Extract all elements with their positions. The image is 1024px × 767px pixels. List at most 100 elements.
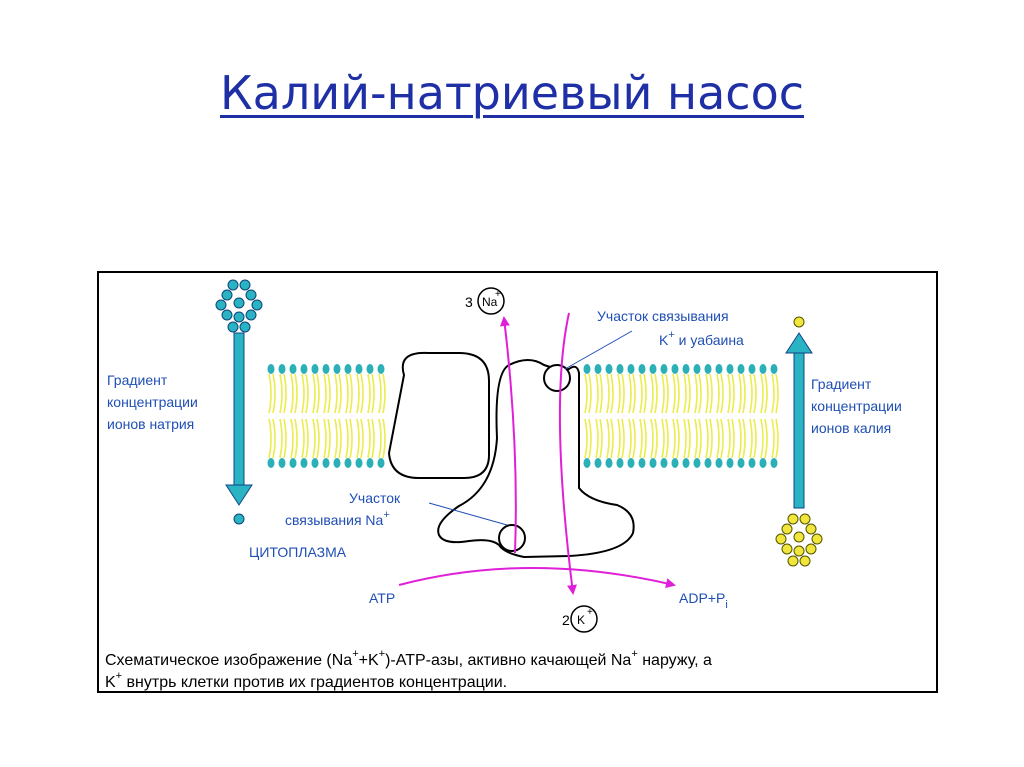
- lipid-tail: [633, 419, 635, 458]
- na-out-badge: 3 Na +: [465, 288, 504, 314]
- lipid-tail: [596, 374, 598, 413]
- lipid-tail: [335, 419, 337, 458]
- na-site-label-1: Участок: [349, 490, 401, 506]
- lipid-tail: [357, 374, 359, 413]
- ion-dot: [782, 544, 792, 554]
- k-site-label-2: K+ и уабаина: [659, 329, 744, 348]
- lipid-head: [334, 364, 341, 374]
- k-in-badge: 2 K +: [562, 606, 597, 632]
- ion-dot: [776, 534, 786, 544]
- lipid-tail: [717, 419, 719, 458]
- lipid-tail: [357, 419, 359, 458]
- lipid-head: [334, 458, 341, 468]
- lipid-tail: [361, 419, 363, 458]
- ion-dot: [782, 524, 792, 534]
- lipid-tail: [629, 419, 631, 458]
- lipid-head: [727, 364, 734, 374]
- ion-dot: [240, 280, 250, 290]
- lipid-tail: [772, 374, 774, 413]
- lipid-tail: [372, 374, 374, 413]
- lipid-head: [279, 364, 286, 374]
- lipid-head: [760, 364, 767, 374]
- ion-dot: [812, 534, 822, 544]
- lipid-head: [606, 458, 613, 468]
- na-site-label-2: связывания Na+: [285, 509, 390, 528]
- lipid-tail: [600, 374, 602, 413]
- lipid-tail: [662, 374, 664, 413]
- lipid-tail: [379, 374, 381, 413]
- ion-dot: [216, 300, 226, 310]
- lipid-tail: [765, 374, 767, 413]
- lipid-tail: [350, 374, 352, 413]
- lipid-tail: [284, 419, 286, 458]
- lipid-tail: [273, 419, 275, 458]
- lipid-tail: [721, 419, 723, 458]
- lipid-head: [290, 458, 297, 468]
- lipid-tail: [295, 419, 297, 458]
- na-gradient-arrow: [226, 333, 252, 505]
- lipid-tail: [754, 374, 756, 413]
- pump-diagram: 3 Na + 2 K + Градиент концентрации ионов…: [99, 273, 940, 695]
- lipid-tail: [622, 419, 624, 458]
- lipid-tail: [743, 419, 745, 458]
- lipid-head: [268, 364, 275, 374]
- lipid-tail: [629, 374, 631, 413]
- lipid-head: [661, 458, 668, 468]
- page-title-text: Калий-натриевый насос: [220, 66, 804, 120]
- lipid-tail: [622, 374, 624, 413]
- lipid-head: [661, 364, 668, 374]
- lipid-head: [345, 364, 352, 374]
- lipid-tail: [302, 374, 304, 413]
- lipid-head: [639, 364, 646, 374]
- lipid-tail: [710, 374, 712, 413]
- lipid-tail: [618, 419, 620, 458]
- lipid-tail: [677, 419, 679, 458]
- lipid-tail: [368, 419, 370, 458]
- lipid-head: [312, 364, 319, 374]
- lipid-head: [323, 364, 330, 374]
- ion-dot: [246, 310, 256, 320]
- lipid-tail: [589, 419, 591, 458]
- lipid-tail: [644, 419, 646, 458]
- svg-text:+: +: [587, 607, 593, 618]
- lipid-tail: [611, 374, 613, 413]
- lipid-tail: [651, 419, 653, 458]
- atp-label: ATP: [369, 590, 395, 606]
- lipid-tail: [607, 419, 609, 458]
- caption-line-1: Схематическое изображение (Na++K+)-ATP-а…: [105, 648, 712, 669]
- lipid-tail: [684, 374, 686, 413]
- lipid-head: [617, 364, 624, 374]
- lipid-tail: [640, 374, 642, 413]
- lipid-tail: [750, 374, 752, 413]
- k-gradient-arrow: [786, 333, 812, 508]
- atp-arrow: [399, 568, 674, 585]
- k-site-label-1: Участок связывания: [597, 308, 729, 324]
- lipid-head: [301, 364, 308, 374]
- lipid-tail: [640, 419, 642, 458]
- lipid-tail: [728, 374, 730, 413]
- lipid-tail: [655, 374, 657, 413]
- lipid-head: [356, 458, 363, 468]
- lipid-tail: [317, 374, 319, 413]
- lipid-tail: [295, 374, 297, 413]
- lipid-head: [738, 458, 745, 468]
- lipid-tail: [732, 374, 734, 413]
- lipid-tail: [611, 419, 613, 458]
- ion-dot: [800, 556, 810, 566]
- lipid-tail: [600, 419, 602, 458]
- lipid-tail: [761, 374, 763, 413]
- ion-dot: [800, 514, 810, 524]
- lipid-tail: [695, 374, 697, 413]
- lipid-head: [628, 458, 635, 468]
- lipid-head: [345, 458, 352, 468]
- lipid-tail: [651, 374, 653, 413]
- lipid-tail: [754, 419, 756, 458]
- caption-line-2: K+ внутрь клетки против их градиентов ко…: [105, 670, 507, 691]
- lipid-head: [727, 458, 734, 468]
- lipid-tail: [706, 419, 708, 458]
- ion-dot: [234, 312, 244, 322]
- lipid-tail: [717, 374, 719, 413]
- lipid-tail: [644, 374, 646, 413]
- lipid-head: [584, 364, 591, 374]
- lipid-tail: [710, 419, 712, 458]
